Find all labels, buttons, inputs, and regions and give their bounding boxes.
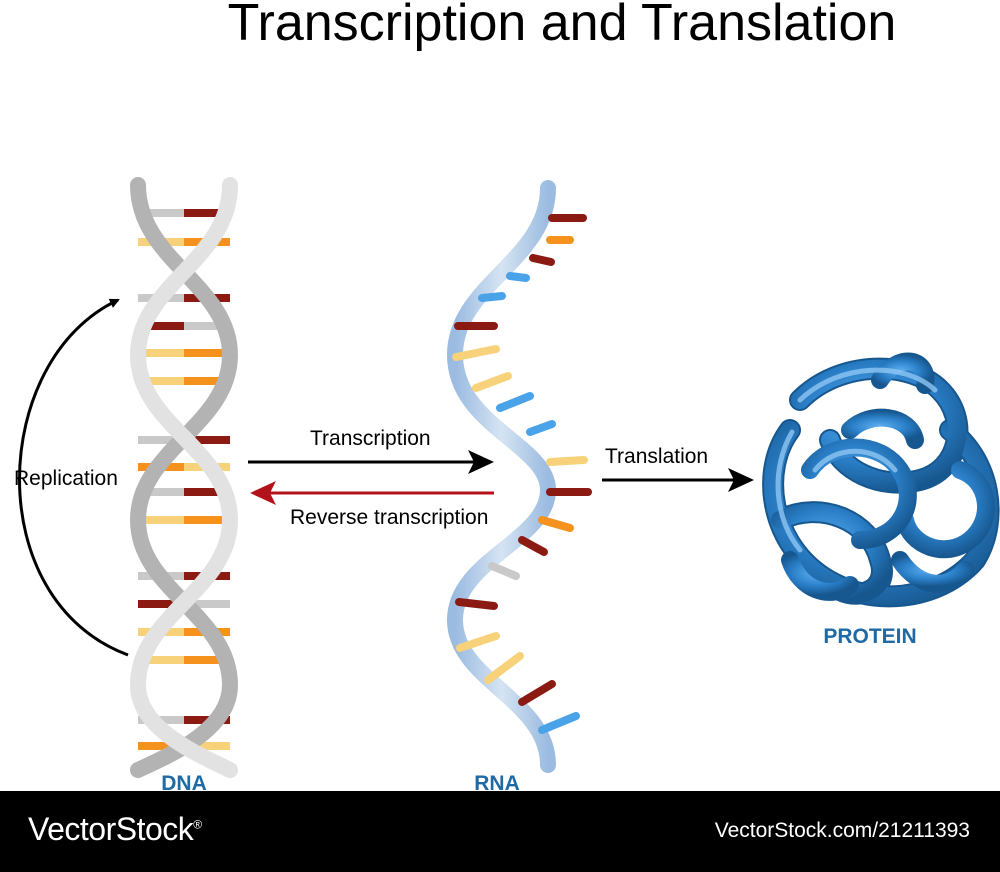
rna-base bbox=[529, 254, 555, 266]
dna-base bbox=[138, 377, 184, 385]
vectorstock-logo: VectorStock® bbox=[28, 811, 202, 848]
dna-label: DNA bbox=[161, 772, 207, 791]
rna-base bbox=[455, 598, 498, 610]
dna-base bbox=[138, 322, 184, 330]
translation-arrowhead bbox=[728, 468, 754, 492]
diagram-canvas: Transcription and Translation Replicatio… bbox=[14, 0, 1000, 791]
rna-backbone bbox=[446, 180, 557, 773]
replication-label: Replication bbox=[14, 467, 118, 490]
rna-bases bbox=[452, 214, 592, 734]
vectorstock-brand-text: VectorStock bbox=[28, 811, 194, 847]
dna-base bbox=[138, 488, 184, 496]
rna-base bbox=[546, 456, 588, 466]
dna-base bbox=[184, 322, 230, 330]
image-reference: VectorStock.com/21211393 bbox=[714, 819, 970, 842]
registered-mark: ® bbox=[193, 817, 202, 832]
reverse-transcription-label: Reverse transcription bbox=[290, 506, 488, 529]
dna-base bbox=[138, 742, 184, 750]
dna-base bbox=[184, 488, 230, 496]
transcription-arrowhead bbox=[468, 450, 494, 474]
dna-base bbox=[138, 349, 184, 357]
dna-base bbox=[184, 349, 230, 357]
dna-base bbox=[138, 656, 184, 664]
rna-base bbox=[496, 392, 534, 412]
rna-base bbox=[538, 712, 580, 734]
replication-arrow bbox=[18, 298, 129, 657]
dna-base bbox=[184, 436, 230, 444]
dna-base bbox=[184, 377, 230, 385]
rna-base bbox=[506, 272, 530, 282]
rna-base bbox=[452, 345, 500, 361]
footer-bar: VectorStock® VectorStock.com/21211393 bbox=[0, 791, 1000, 872]
dna-base bbox=[184, 516, 230, 524]
rna-base bbox=[478, 292, 506, 302]
dna-backbone-strand bbox=[129, 177, 239, 778]
rna-base bbox=[538, 516, 574, 532]
dna-base bbox=[138, 209, 184, 217]
dna-base bbox=[184, 600, 230, 608]
rna-base bbox=[488, 562, 520, 580]
diagram-title: Transcription and Translation bbox=[228, 0, 897, 52]
dna-base bbox=[138, 516, 184, 524]
rna-base bbox=[518, 536, 548, 556]
rna-base bbox=[484, 652, 524, 684]
dna-helix bbox=[129, 177, 239, 778]
dna-backbone-strand bbox=[129, 177, 239, 778]
protein-label: PROTEIN bbox=[823, 625, 916, 648]
rna-base bbox=[518, 680, 556, 706]
dna-base bbox=[138, 600, 184, 608]
rna-strand bbox=[446, 180, 592, 773]
dna-base bbox=[184, 656, 230, 664]
dna-base bbox=[138, 436, 184, 444]
rna-base bbox=[526, 420, 556, 436]
rna-base bbox=[456, 632, 500, 652]
translation-label: Translation bbox=[605, 445, 708, 468]
rna-label: RNA bbox=[474, 772, 520, 791]
rna-base bbox=[472, 372, 512, 392]
protein-illustration bbox=[762, 352, 1000, 608]
transcription-label: Transcription bbox=[310, 427, 431, 450]
dna-base bbox=[184, 209, 230, 217]
reverse-transcription-arrowhead bbox=[250, 481, 276, 505]
dna-base bbox=[184, 742, 230, 750]
